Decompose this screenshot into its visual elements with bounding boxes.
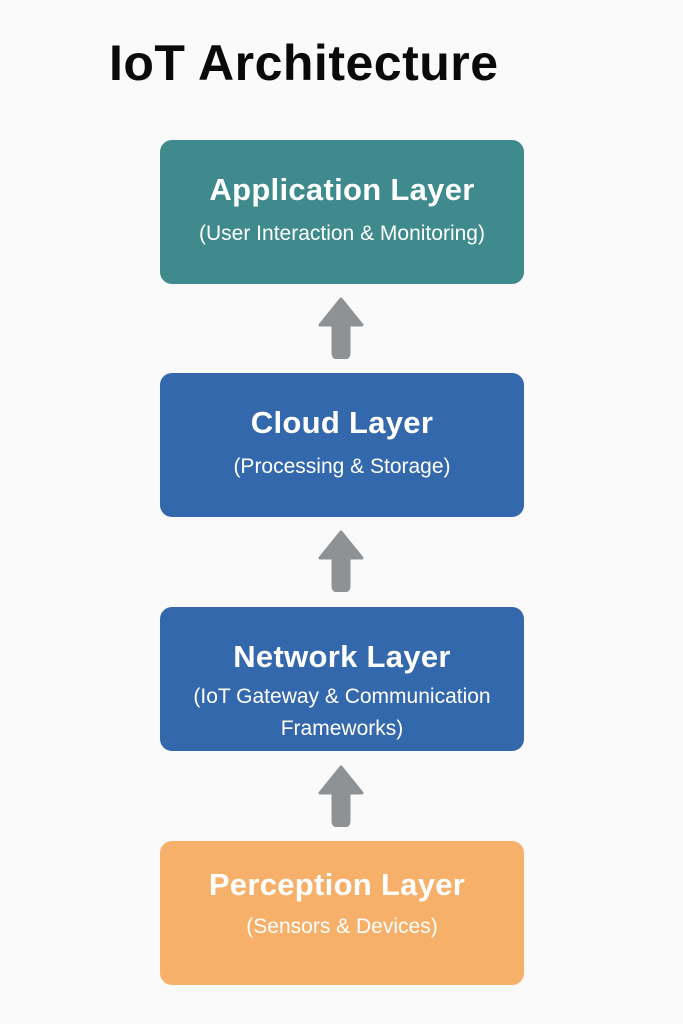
layer-name: Perception Layer (208, 867, 466, 902)
layer-description: (User Interaction & Monitoring) (199, 222, 485, 245)
layer-name: Cloud Layer (250, 405, 434, 440)
arrow-up-icon (318, 530, 364, 592)
cloud-layer-box: Cloud Layer (Processing & Storage) (160, 373, 524, 517)
network-layer-box: Network Layer (IoT Gateway & Communicati… (160, 607, 524, 751)
layer-description: (Processing & Storage) (233, 455, 451, 478)
perception-layer-box: Perception Layer (Sensors & Devices) (160, 841, 524, 985)
layer-description: (IoT Gateway & Communication Frameworks) (193, 685, 491, 740)
application-layer-box: Application Layer (User Interaction & Mo… (160, 140, 524, 284)
arrow-up-icon (318, 297, 364, 359)
layer-name: Application Layer (209, 172, 475, 207)
layer-description: (Sensors & Devices) (246, 915, 438, 938)
diagram-title: IoT Architecture (109, 35, 499, 91)
arrow-up-icon (318, 765, 364, 827)
layer-name: Network Layer (233, 639, 451, 674)
